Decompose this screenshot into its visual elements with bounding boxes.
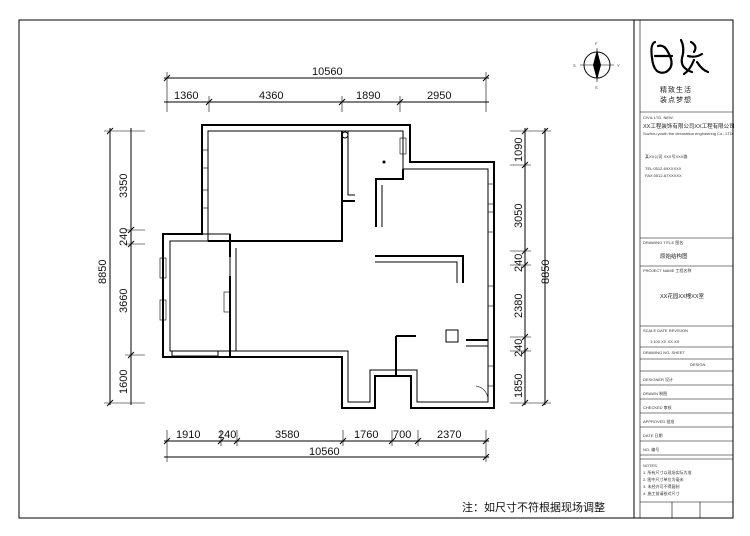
window-east-3: [487, 285, 495, 307]
floor-drain-icon: [382, 160, 386, 164]
right-total-dimension: 8850: [540, 260, 552, 284]
exterior-wall-inner: [169, 130, 489, 403]
kitchen-wall-inner: [347, 131, 355, 196]
footer-line-2: 1. 所有尺寸以现场实际为准: [643, 469, 691, 475]
company-line-2: XX工程装饰有限公司XX工程有限公司: [643, 122, 735, 130]
company-line-4: 某XX公司 XXX号XXX路: [645, 153, 687, 159]
window-living: [223, 291, 231, 313]
window-east-2: [487, 211, 495, 233]
top-dimension-4: 2950: [427, 90, 451, 102]
top-dimension-1: 1360: [174, 90, 198, 102]
top-dimension-chain: 10560 1360 4360 1890 2950: [163, 66, 490, 112]
right-dimension-1: 1090: [513, 138, 525, 162]
approved-label: APPROVED 批准: [643, 418, 674, 424]
top-dimension-2: 4360: [259, 90, 283, 102]
bedroom-2-lower-wall: [375, 255, 464, 283]
top-dimension-3: 1890: [356, 90, 380, 102]
window-west-2: [201, 189, 209, 209]
bottom-dimension-1: 1910: [176, 429, 200, 441]
bottom-dimension-3: 3580: [275, 429, 299, 441]
project-name-value: XX花园XX幢XX室: [660, 292, 705, 300]
compass-west: S: [573, 63, 576, 68]
window-east-1: [487, 183, 495, 205]
left-dimension-2: 240: [118, 228, 130, 246]
drawing-title-label: DRAWING TITLE 图名: [643, 239, 683, 245]
bedroom-2-lower-wall-inner: [375, 261, 458, 283]
checked-label: CHECKED 审核: [643, 404, 672, 410]
drawing-title-value: 原始结构图: [660, 252, 688, 260]
compass: F S S Y: [573, 41, 620, 90]
balcony: [162, 233, 231, 358]
right-dimension-chain: 1090 3050 240 2380 240 1850 8850: [510, 127, 552, 407]
top-total-dimension: 10560: [312, 66, 343, 78]
bathroom-wall: [395, 335, 416, 376]
left-dimension-3: 3660: [118, 289, 130, 313]
compass-south: S: [595, 85, 598, 90]
bottom-total-dimension: 10560: [309, 446, 340, 458]
bathroom-fixture: [445, 329, 459, 343]
number-label: NO. 编号: [643, 446, 659, 452]
bedroom-1-partition: [236, 201, 343, 242]
bottom-dimension-2: 240: [218, 429, 236, 441]
compass-east: Y: [617, 63, 620, 68]
bottom-dimension-4: 1760: [354, 429, 378, 441]
drawing-no-label: DRAWING NO. SHEET: [643, 350, 685, 355]
footer-line-4: 3. 未经许可不得复制: [643, 483, 679, 489]
left-dimension-4: 1600: [118, 370, 130, 394]
kitchen-wall: [341, 131, 355, 202]
left-dimension-1: 3350: [118, 174, 130, 198]
right-dimension-5: 240: [513, 339, 525, 357]
balcony-rail: [171, 350, 219, 357]
company-line-5: TEL:0512-69XXXXX: [645, 166, 682, 171]
floor-plan: [159, 124, 495, 409]
footer-line-5: 4. 施工前请核对尺寸: [643, 490, 679, 496]
window-north: [399, 137, 407, 155]
bottom-dimension-5: 700: [393, 429, 411, 441]
right-dimension-4: 2380: [513, 294, 525, 318]
logo-subtitle-1: 精致生活: [660, 85, 692, 94]
scale-value: 1:100 XX XX.XX: [650, 339, 680, 344]
window-east-4: [487, 365, 495, 387]
right-dimension-6: 1850: [513, 374, 525, 398]
north-arrow-icon: [593, 50, 601, 80]
bedroom-2-wall: [375, 169, 404, 227]
window-balcony-2: [159, 299, 167, 321]
bottom-dimension-chain: 1910 240 3580 1760 700 2370 10560: [163, 429, 490, 462]
company-line-6: FAX:0512-87XXXXX: [645, 173, 682, 178]
company-logo: [650, 38, 710, 76]
date-label: DATE 日期: [643, 432, 662, 438]
left-dimension-chain: 8850 3350 240 3660 1600: [97, 127, 145, 407]
project-name-label: PROJECT NAME 工程名称: [643, 267, 691, 273]
logo-subtitle-2: 装点梦想: [660, 95, 692, 104]
sink-icon: [341, 131, 349, 139]
company-line-3: Suzhou youth the decoration engineering …: [643, 131, 733, 136]
compass-north: F: [595, 41, 598, 46]
footer-line-1: NOTES:: [643, 463, 658, 468]
right-dimension-2: 3050: [513, 204, 525, 228]
window-balcony-1: [159, 257, 167, 279]
right-dimension-3: 240: [513, 254, 525, 272]
dimension-note: 注：如尺寸不符根据现场调整: [462, 500, 605, 514]
door-swing: [475, 385, 489, 399]
window-west-1: [201, 149, 209, 169]
company-line-1: CIVIL LTD. NEW: [643, 115, 673, 120]
exterior-wall-outer: [162, 124, 495, 409]
drawn-label: DRAWN 制图: [643, 390, 667, 396]
title-block-frame: [633, 19, 734, 519]
scale-label: SCALE DATE REVISION: [643, 328, 688, 333]
footer-line-3: 2. 图中尺寸单位为毫米: [643, 476, 683, 482]
title-block: 精致生活 装点梦想 CIVIL LTD. NEW XX工程装饰有限公司XX工程有…: [633, 19, 735, 519]
designer-label: DESIGNER 设计: [643, 376, 673, 382]
design-label: DESIGN: [690, 362, 705, 367]
bottom-dimension-6: 2370: [437, 429, 461, 441]
left-total-dimension: 8850: [97, 260, 109, 284]
